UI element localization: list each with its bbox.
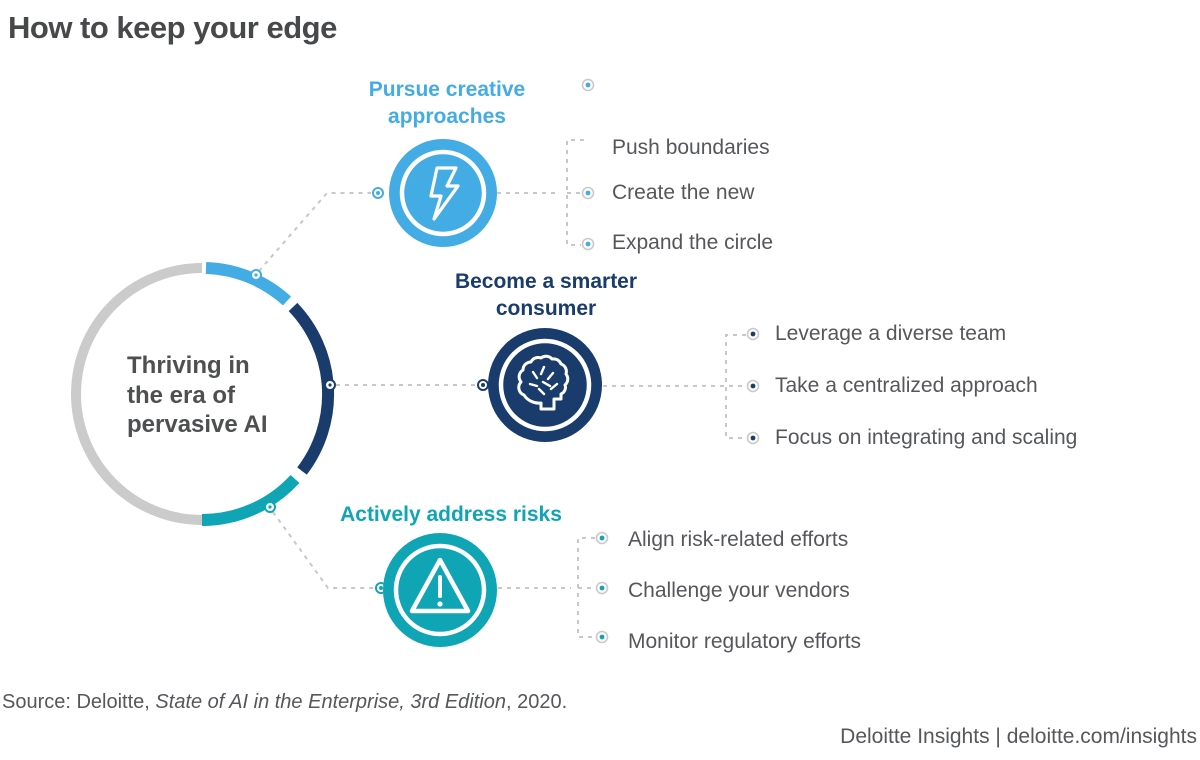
brain-icon (488, 328, 602, 442)
center-label-line: the era of (127, 381, 236, 409)
ring-segment-gray (71, 263, 203, 525)
bullet-text: Push boundaries (612, 136, 770, 159)
branch-title-line: consumer (495, 297, 597, 320)
bullet-dot (595, 531, 609, 545)
branch-title-line: Pursue creative (368, 78, 526, 101)
branch-title-risks: Actively address risks (331, 501, 571, 528)
ring-dots (250, 269, 336, 513)
footer-line: Deloitte Insights | deloitte.com/insight… (840, 725, 1197, 749)
bullet-text: Take a centralized approach (775, 374, 1038, 397)
bullet-dot (581, 186, 595, 200)
ring-dot-consumer (324, 379, 336, 391)
bullet-dot (746, 379, 760, 393)
bullet-dot (581, 237, 595, 251)
bullet-dot (746, 431, 760, 445)
branch-title-line: Become a smarter (454, 270, 638, 293)
footer-separator: | (995, 725, 1001, 748)
branch-title-line: Actively address risks (340, 503, 562, 526)
footer-brand: Deloitte Insights (840, 725, 990, 748)
connector-risks-left (272, 511, 374, 589)
bullet-text: Leverage a diverse team (775, 322, 1007, 345)
icon-dot-consumer (477, 379, 489, 391)
center-label-line: pervasive AI (127, 411, 268, 438)
branch-title-consumer: Become a smarter consumer (436, 268, 656, 322)
bracket-consumer (725, 334, 746, 439)
icon-dots (372, 187, 489, 594)
source-line: Source: Deloitte, State of AI in the Ent… (2, 691, 567, 714)
icon-dot-creative (372, 187, 384, 199)
bullet-text: Monitor regulatory efforts (628, 630, 862, 653)
bullet-text: Focus on integrating and scaling (775, 426, 1078, 449)
bullet-dot (746, 327, 760, 341)
ring-segment-teal (201, 474, 300, 526)
branch-title-creative: Pursue creative approaches (337, 76, 557, 130)
bullet-dot (595, 581, 609, 595)
bullet-dot (595, 630, 609, 644)
warning-icon (383, 533, 497, 647)
bullet-dot (581, 78, 595, 92)
bullet-text: Challenge your vendors (628, 579, 850, 602)
bracket-risks (577, 537, 595, 638)
bullet-text: Align risk-related efforts (628, 528, 849, 551)
source-suffix: , 2020. (506, 691, 568, 713)
connector-lines (258, 139, 746, 638)
connector-creative-left (258, 192, 371, 272)
center-circle-label: Thriving in the era of pervasive AI (127, 351, 327, 440)
center-label-line: Thriving in (127, 352, 250, 379)
page-title: How to keep your edge (8, 10, 337, 45)
bullet-dots (581, 78, 760, 644)
lightning-icon (389, 139, 497, 247)
branch-title-line: approaches (388, 105, 506, 128)
footer-url: deloitte.com/insights (1006, 725, 1197, 748)
ring-dot-creative (250, 269, 262, 281)
ring-segment-blue (205, 262, 292, 306)
source-prefix: Source: Deloitte, (2, 691, 156, 713)
bullet-text: Expand the circle (612, 231, 774, 254)
source-title: State of AI in the Enterprise, 3rd Editi… (155, 691, 506, 713)
ring-dot-risks (264, 501, 276, 513)
bracket-creative (566, 139, 584, 246)
bullet-text: Create the new (612, 181, 755, 204)
